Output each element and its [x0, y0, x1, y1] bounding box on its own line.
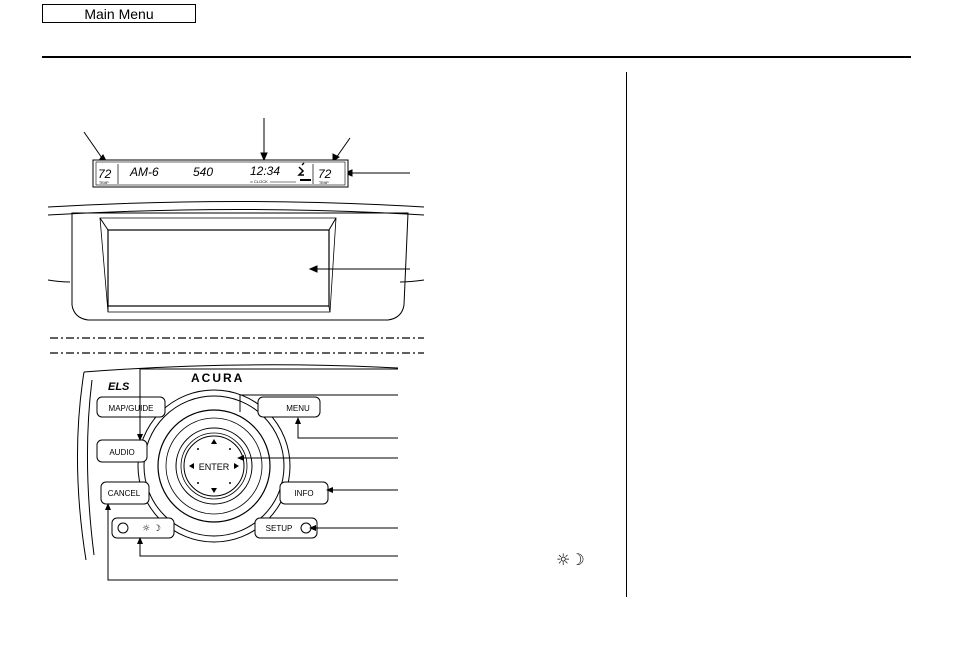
sun-moon-icon: ☼☽ — [556, 550, 585, 569]
svg-text:INFO: INFO — [294, 489, 313, 498]
leader-lines — [107, 368, 398, 581]
day-night-button[interactable]: ☼ ☽ — [111, 517, 175, 539]
lcd-temp-left-label: TEMP — [99, 181, 109, 185]
fan-icon — [297, 162, 305, 176]
enter-joystick[interactable]: ENTER — [183, 435, 245, 497]
navigation-screen — [47, 201, 425, 321]
dial — [137, 389, 291, 543]
svg-text:CANCEL: CANCEL — [108, 489, 141, 498]
map-guide-button[interactable]: MAP/GUIDE — [96, 396, 166, 418]
lcd-temp-left: 72 — [98, 167, 112, 181]
lcd-clock-caption: CLOCK — [254, 179, 268, 184]
lcd-strip: 72 TEMP AM-6 540 12:34 CLOCK 72 TEMP — [92, 159, 349, 188]
info-button[interactable]: INFO — [279, 481, 329, 505]
acura-brand: ACURA — [191, 371, 244, 385]
main-menu-button[interactable]: Main Menu — [42, 4, 196, 23]
lcd-clock: 12:34 — [250, 164, 280, 178]
sun-moon-icon: ☼ ☽ — [142, 524, 161, 534]
lcd-band: AM-6 — [129, 165, 159, 179]
column-divider — [626, 72, 627, 597]
svg-text:MAP/GUIDE: MAP/GUIDE — [109, 404, 154, 413]
top-rule — [42, 56, 911, 58]
lcd-temp-right-label: TEMP — [319, 181, 329, 185]
setup-button[interactable]: SETUP — [254, 517, 318, 539]
svg-text:AUDIO: AUDIO — [109, 448, 134, 457]
cancel-button[interactable]: CANCEL — [100, 481, 150, 505]
lcd-frequency: 540 — [193, 165, 213, 179]
svg-text:ENTER: ENTER — [199, 462, 230, 472]
svg-text:MENU: MENU — [286, 404, 310, 413]
audio-button[interactable]: AUDIO — [96, 439, 148, 463]
control-panel — [77, 364, 399, 561]
top-pointers — [83, 118, 410, 177]
lcd-temp-right: 72 — [318, 167, 332, 181]
svg-text:SETUP: SETUP — [266, 524, 293, 533]
menu-button[interactable]: MENU — [257, 396, 321, 418]
els-logo: ELS — [108, 381, 130, 393]
separator-dashes — [50, 337, 424, 354]
